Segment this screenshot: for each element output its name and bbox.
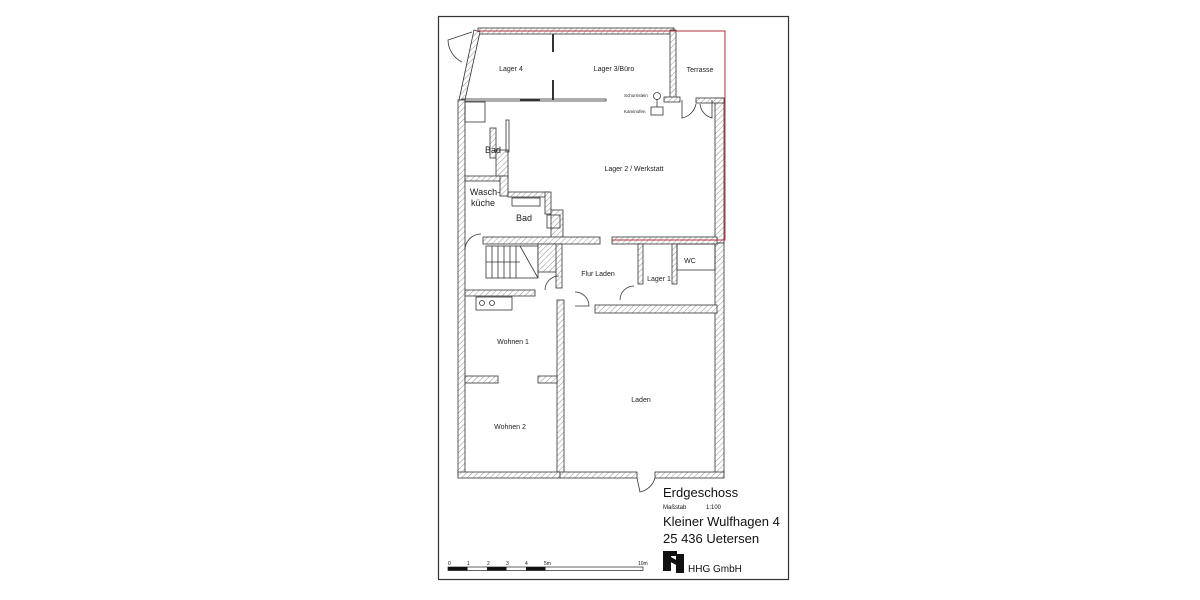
label-schornstein: Schornstein — [624, 93, 648, 98]
scale-tick-1: 1 — [467, 561, 470, 567]
scale-tick-2: 2 — [487, 561, 490, 567]
scale-tick-10m: 10m — [638, 561, 648, 567]
scale-bar: 0 1 2 3 4 5m 10m — [447, 561, 648, 571]
room-flur-laden: Flur Laden — [581, 271, 615, 278]
address-city: 25 436 Uetersen — [663, 531, 759, 546]
sheet-frame — [437, 15, 790, 581]
room-waschkueche-line1: Wasch- — [470, 187, 500, 197]
scale-tick-0: 0 — [448, 561, 451, 567]
scale-value: 1:100 — [706, 505, 722, 511]
room-wohnen-2: Wohnen 2 — [494, 424, 526, 431]
scale-tick-3: 3 — [506, 561, 509, 567]
room-lager-2-werkstatt: Lager 2 / Werkstatt — [604, 166, 663, 173]
room-bad-upper: Bad — [485, 145, 501, 155]
room-bad-lower: Bad — [516, 213, 532, 223]
label-kaminofen: Kaminofen — [624, 109, 646, 114]
room-waschkueche-line2: küche — [471, 198, 495, 208]
outline-marking — [478, 30, 726, 241]
room-laden: Laden — [631, 397, 651, 404]
scale-label: Maßstab — [663, 505, 687, 511]
room-lager-4: Lager 4 — [499, 66, 523, 73]
title-block: Erdgeschoss Maßstab 1:100 Kleiner Wulfha… — [663, 485, 780, 575]
scale-tick-5m: 5m — [544, 561, 551, 567]
room-lager-1: Lager 1 — [647, 276, 671, 283]
staircase — [485, 245, 539, 279]
hhg-logo-icon — [663, 551, 684, 573]
room-wohnen-1: Wohnen 1 — [497, 339, 529, 346]
room-lager-3-buero: Lager 3/Büro — [594, 66, 635, 73]
scale-tick-4: 4 — [525, 561, 528, 567]
room-terrasse: Terrasse — [687, 67, 714, 74]
room-labels: Lager 4 Lager 3/Büro Terrasse Schornstei… — [470, 66, 714, 431]
floor-title: Erdgeschoss — [663, 485, 739, 500]
room-wc: WC — [684, 258, 696, 265]
address-street: Kleiner Wulfhagen 4 — [663, 514, 780, 529]
company-name: HHG GmbH — [688, 564, 742, 575]
